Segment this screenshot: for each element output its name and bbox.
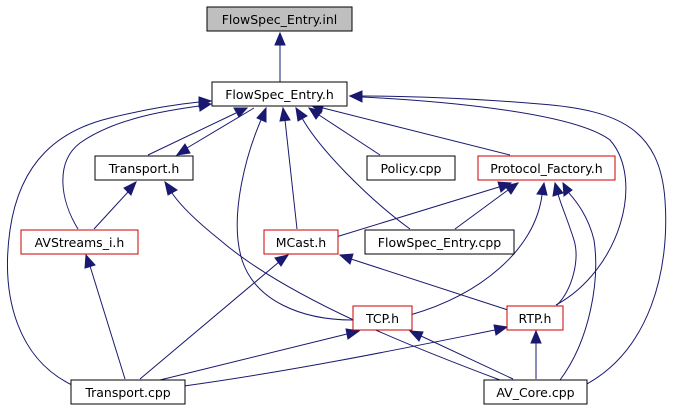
edge-rtp-h-to-protocol-factory-h: [556, 193, 577, 306]
node-label: AV_Core.cpp: [496, 385, 574, 400]
arrowhead: [233, 107, 249, 118]
node-box: [506, 305, 564, 331]
node-box: [352, 305, 413, 331]
arrowhead: [84, 253, 96, 269]
node-flowspec-entry-inl[interactable]: FlowSpec_Entry.inl: [206, 6, 353, 32]
node-label: RTP.h: [519, 311, 552, 326]
node-box: [366, 155, 456, 181]
edge-mcast-h-to-protocol-factory-h: [335, 186, 500, 238]
edge-avstreams-i-h-to-transport-h: [93, 191, 129, 230]
arrowhead: [338, 253, 354, 265]
edge-policy-cpp-to-flowspec-h: [318, 114, 381, 156]
arrowhead: [123, 180, 137, 196]
node-box: [20, 229, 139, 255]
node-label: Policy.cpp: [381, 161, 442, 176]
arrowhead: [562, 181, 573, 197]
arrowhead: [164, 180, 178, 196]
arrowhead: [493, 324, 509, 336]
node-avstreams-i-h[interactable]: AVStreams_i.h: [20, 229, 139, 255]
node-transport-cpp[interactable]: Transport.cpp: [70, 379, 186, 405]
edge-mcast-h-to-flowspec-h: [284, 119, 298, 230]
node-policy-cpp[interactable]: Policy.cpp: [366, 155, 456, 181]
edge-transport-cpp-to-tcp-h: [159, 333, 348, 381]
edge-rtp-h-to-flowspec-h: [361, 96, 627, 306]
arrowhead: [536, 181, 548, 196]
edge-transport-cpp-to-rtp-h: [183, 329, 496, 387]
edge-flowspec-cpp-to-flowspec-h: [301, 117, 411, 230]
edge-tcp-h-to-flowspec-h: [236, 119, 354, 321]
node-label: FlowSpec_Entry.inl: [222, 12, 338, 27]
edge-av-core-cpp-to-flowspec-h: [361, 95, 667, 386]
node-tcp-h[interactable]: TCP.h: [352, 305, 413, 331]
arrowhead: [175, 143, 191, 156]
node-transport-h[interactable]: Transport.h: [94, 155, 194, 181]
node-box: [364, 229, 515, 255]
arrowhead: [348, 90, 363, 102]
node-label: FlowSpec_Entry.h: [225, 87, 334, 102]
node-box: [94, 155, 194, 181]
edge-av-core-cpp-to-protocol-factory-h: [559, 192, 597, 381]
arrowhead: [552, 181, 564, 197]
node-box: [477, 155, 616, 181]
arrowhead: [198, 96, 213, 108]
node-protocol-factory-h[interactable]: Protocol_Factory.h: [477, 155, 616, 181]
edge-av-core-cpp-to-tcp-h: [420, 335, 514, 380]
node-label: Protocol_Factory.h: [490, 161, 602, 176]
node-flowspec-entry-cpp[interactable]: FlowSpec_Entry.cpp: [364, 229, 515, 255]
arrowhead: [274, 254, 290, 267]
node-box: [211, 81, 348, 107]
node-av-core-cpp[interactable]: AV_Core.cpp: [483, 379, 588, 405]
arrowhead: [504, 182, 520, 195]
edge-protocol-factory-h-to-flowspec-h: [322, 107, 511, 156]
node-box: [263, 229, 339, 255]
edge-transport-h-to-flowspec-h: [147, 112, 237, 156]
edge-tcp-h-to-protocol-factory-h: [409, 194, 543, 316]
edge-transport-cpp-to-avstreams-i-h: [89, 265, 126, 380]
node-mcast-h[interactable]: MCast.h: [263, 229, 339, 255]
arrowhead: [530, 329, 542, 344]
edge-avstreams-i-h-to-flowspec-h: [62, 105, 200, 230]
arrowhead: [408, 330, 424, 342]
edge-flowspec-h-to-transport-h: [186, 107, 255, 149]
edge-transport-cpp-to-mcast-h: [139, 261, 280, 380]
edge-av-core-cpp-to-transport-h: [171, 192, 501, 381]
node-label: Transport.h: [108, 161, 180, 176]
edge-transport-cpp-to-flowspec-h: [7, 101, 200, 386]
node-label: AVStreams_i.h: [35, 235, 125, 250]
edge-rtp-h-to-mcast-h: [350, 258, 509, 311]
nodes: FlowSpec_Entry.inl FlowSpec_Entry.h Tran…: [20, 6, 616, 405]
node-label: TCP.h: [365, 311, 399, 326]
node-box: [483, 379, 588, 405]
node-rtp-h[interactable]: RTP.h: [506, 305, 564, 331]
node-box: [206, 6, 353, 32]
arrowhead: [274, 31, 286, 46]
node-label: FlowSpec_Entry.cpp: [378, 235, 501, 250]
node-box: [70, 379, 186, 405]
edge-flowspec-cpp-to-protocol-factory-h: [454, 189, 509, 230]
arrowhead: [295, 106, 308, 122]
node-flowspec-entry-h[interactable]: FlowSpec_Entry.h: [211, 81, 348, 107]
node-label: Transport.cpp: [84, 385, 170, 400]
arrowhead: [256, 106, 267, 123]
node-label: MCast.h: [276, 235, 326, 250]
arrowhead: [279, 106, 291, 122]
